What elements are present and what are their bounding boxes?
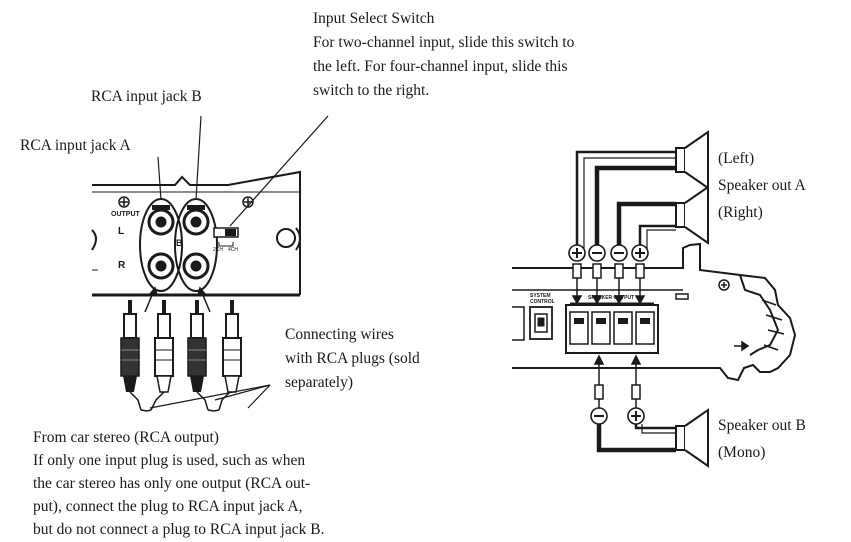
terminal-pins-a — [572, 263, 645, 292]
speaker-b-wires — [596, 424, 676, 453]
label-connecting-wires-line-1: Connecting wires — [285, 326, 394, 343]
insert-arrows-b — [593, 354, 642, 372]
body-slot — [675, 293, 689, 300]
label-car-stereo-line-1: From car stereo (RCA output) — [33, 429, 219, 446]
panel-control-text: CONTROL — [530, 299, 555, 305]
speaker-right — [675, 185, 709, 245]
label-rca-input-jack-b: RCA input jack B — [91, 88, 202, 105]
panel-b-text: B — [176, 238, 183, 248]
rca-plug-1 — [120, 300, 140, 392]
rca-plug-2 — [154, 300, 174, 393]
speaker-a-wires — [575, 150, 676, 252]
label-input-select-line-3: switch to the right. — [313, 82, 430, 99]
panel-output-text: OUTPUT — [111, 211, 140, 218]
rca-plug-4 — [222, 300, 242, 393]
wire-leader-lines — [149, 384, 271, 409]
label-car-stereo-line-5: but do not connect a plug to RCA input j… — [33, 521, 325, 538]
system-control-connector — [512, 306, 553, 341]
body-screw — [718, 279, 730, 291]
rca-plug-3 — [187, 300, 207, 392]
panel-screws — [118, 196, 254, 208]
panel-2ch-text: 2CH — [213, 247, 224, 253]
terminal-pins-b — [594, 372, 641, 408]
label-left: (Left) — [718, 150, 755, 167]
label-car-stereo-line-2: If only one input plug is used, such as … — [33, 452, 306, 469]
ground-symbol — [734, 340, 750, 352]
label-right: (Right) — [718, 204, 763, 221]
speaker-left — [675, 130, 709, 190]
rca-plugs — [120, 286, 242, 412]
label-input-select-title: Input Select Switch — [313, 10, 435, 27]
label-input-select-line-1: For two-channel input, slide this switch… — [313, 34, 575, 51]
label-mono: (Mono) — [718, 444, 766, 461]
jack-b-header — [187, 205, 205, 210]
panel-r-text: R — [118, 260, 126, 271]
label-speaker-out-a: Speaker out A — [718, 177, 806, 194]
panel-l-text: L — [118, 226, 125, 237]
label-car-stereo-line-4: put), connect the plug to RCA input jack… — [33, 498, 303, 515]
label-connecting-wires-line-2: with RCA plugs (sold — [285, 350, 420, 367]
jack-a-header — [152, 205, 170, 210]
panel-4ch-text: 4CH — [228, 247, 239, 253]
leader-lines — [157, 115, 329, 227]
label-rca-input-jack-a: RCA input jack A — [20, 137, 131, 154]
panel-system-text: SYSTEM — [530, 293, 551, 299]
label-input-select-line-2: the left. For four-channel input, slide … — [313, 58, 568, 75]
label-connecting-wires-line-3: separately) — [285, 374, 353, 391]
input-select-switch — [213, 227, 239, 247]
panel-speaker-output-text: SPEAKER OUTPUT — [588, 295, 635, 301]
label-car-stereo-line-3: the car stereo has only one output (RCA … — [33, 475, 311, 492]
speaker-mono — [675, 408, 709, 468]
label-speaker-out-b: Speaker out B — [718, 417, 806, 434]
insert-arrows-a — [571, 292, 646, 305]
speaker-terminal-block — [565, 302, 659, 354]
